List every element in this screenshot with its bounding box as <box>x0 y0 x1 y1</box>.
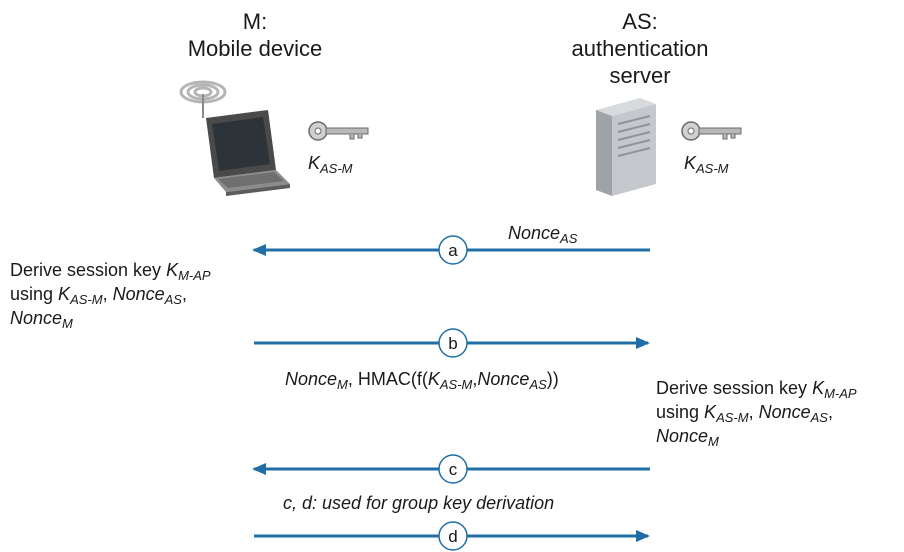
cd-note: c, d: used for group key derivation <box>283 493 555 513</box>
server-header-line2: authentication <box>571 36 709 61</box>
server-header-line1: AS: <box>622 9 658 34</box>
mobile-header-line1: M: <box>242 9 268 34</box>
circle-b <box>438 328 468 358</box>
laptop-icon <box>206 110 290 196</box>
mobile-header: M: Mobile device <box>140 8 370 62</box>
key-icon-mobile <box>308 121 369 141</box>
server-key-label: KAS-M <box>684 153 729 176</box>
message-b-label: NonceM, HMAC(f(KAS-M,NonceAS)) <box>285 369 559 392</box>
circle-c <box>438 454 468 484</box>
circle-a-label: a <box>448 241 458 260</box>
circle-b-label: b <box>448 334 457 353</box>
server-header-line3: server <box>609 63 671 88</box>
circle-d <box>438 521 468 551</box>
mobile-derive-text: Derive session key KM-AP using KAS-M, No… <box>10 260 211 331</box>
server-derive-text: Derive session key KM-AP using KAS-M, No… <box>656 378 857 449</box>
circle-c-label: c <box>449 460 458 479</box>
server-header: AS: authentication server <box>520 8 760 89</box>
server-icon <box>596 98 656 196</box>
message-a-label: NonceAS <box>508 223 578 246</box>
circle-d-label: d <box>448 527 457 546</box>
mobile-header-line2: Mobile device <box>187 36 323 61</box>
key-icon-server <box>681 121 742 141</box>
circle-a <box>438 235 468 265</box>
mobile-key-label: KAS-M <box>308 153 353 176</box>
